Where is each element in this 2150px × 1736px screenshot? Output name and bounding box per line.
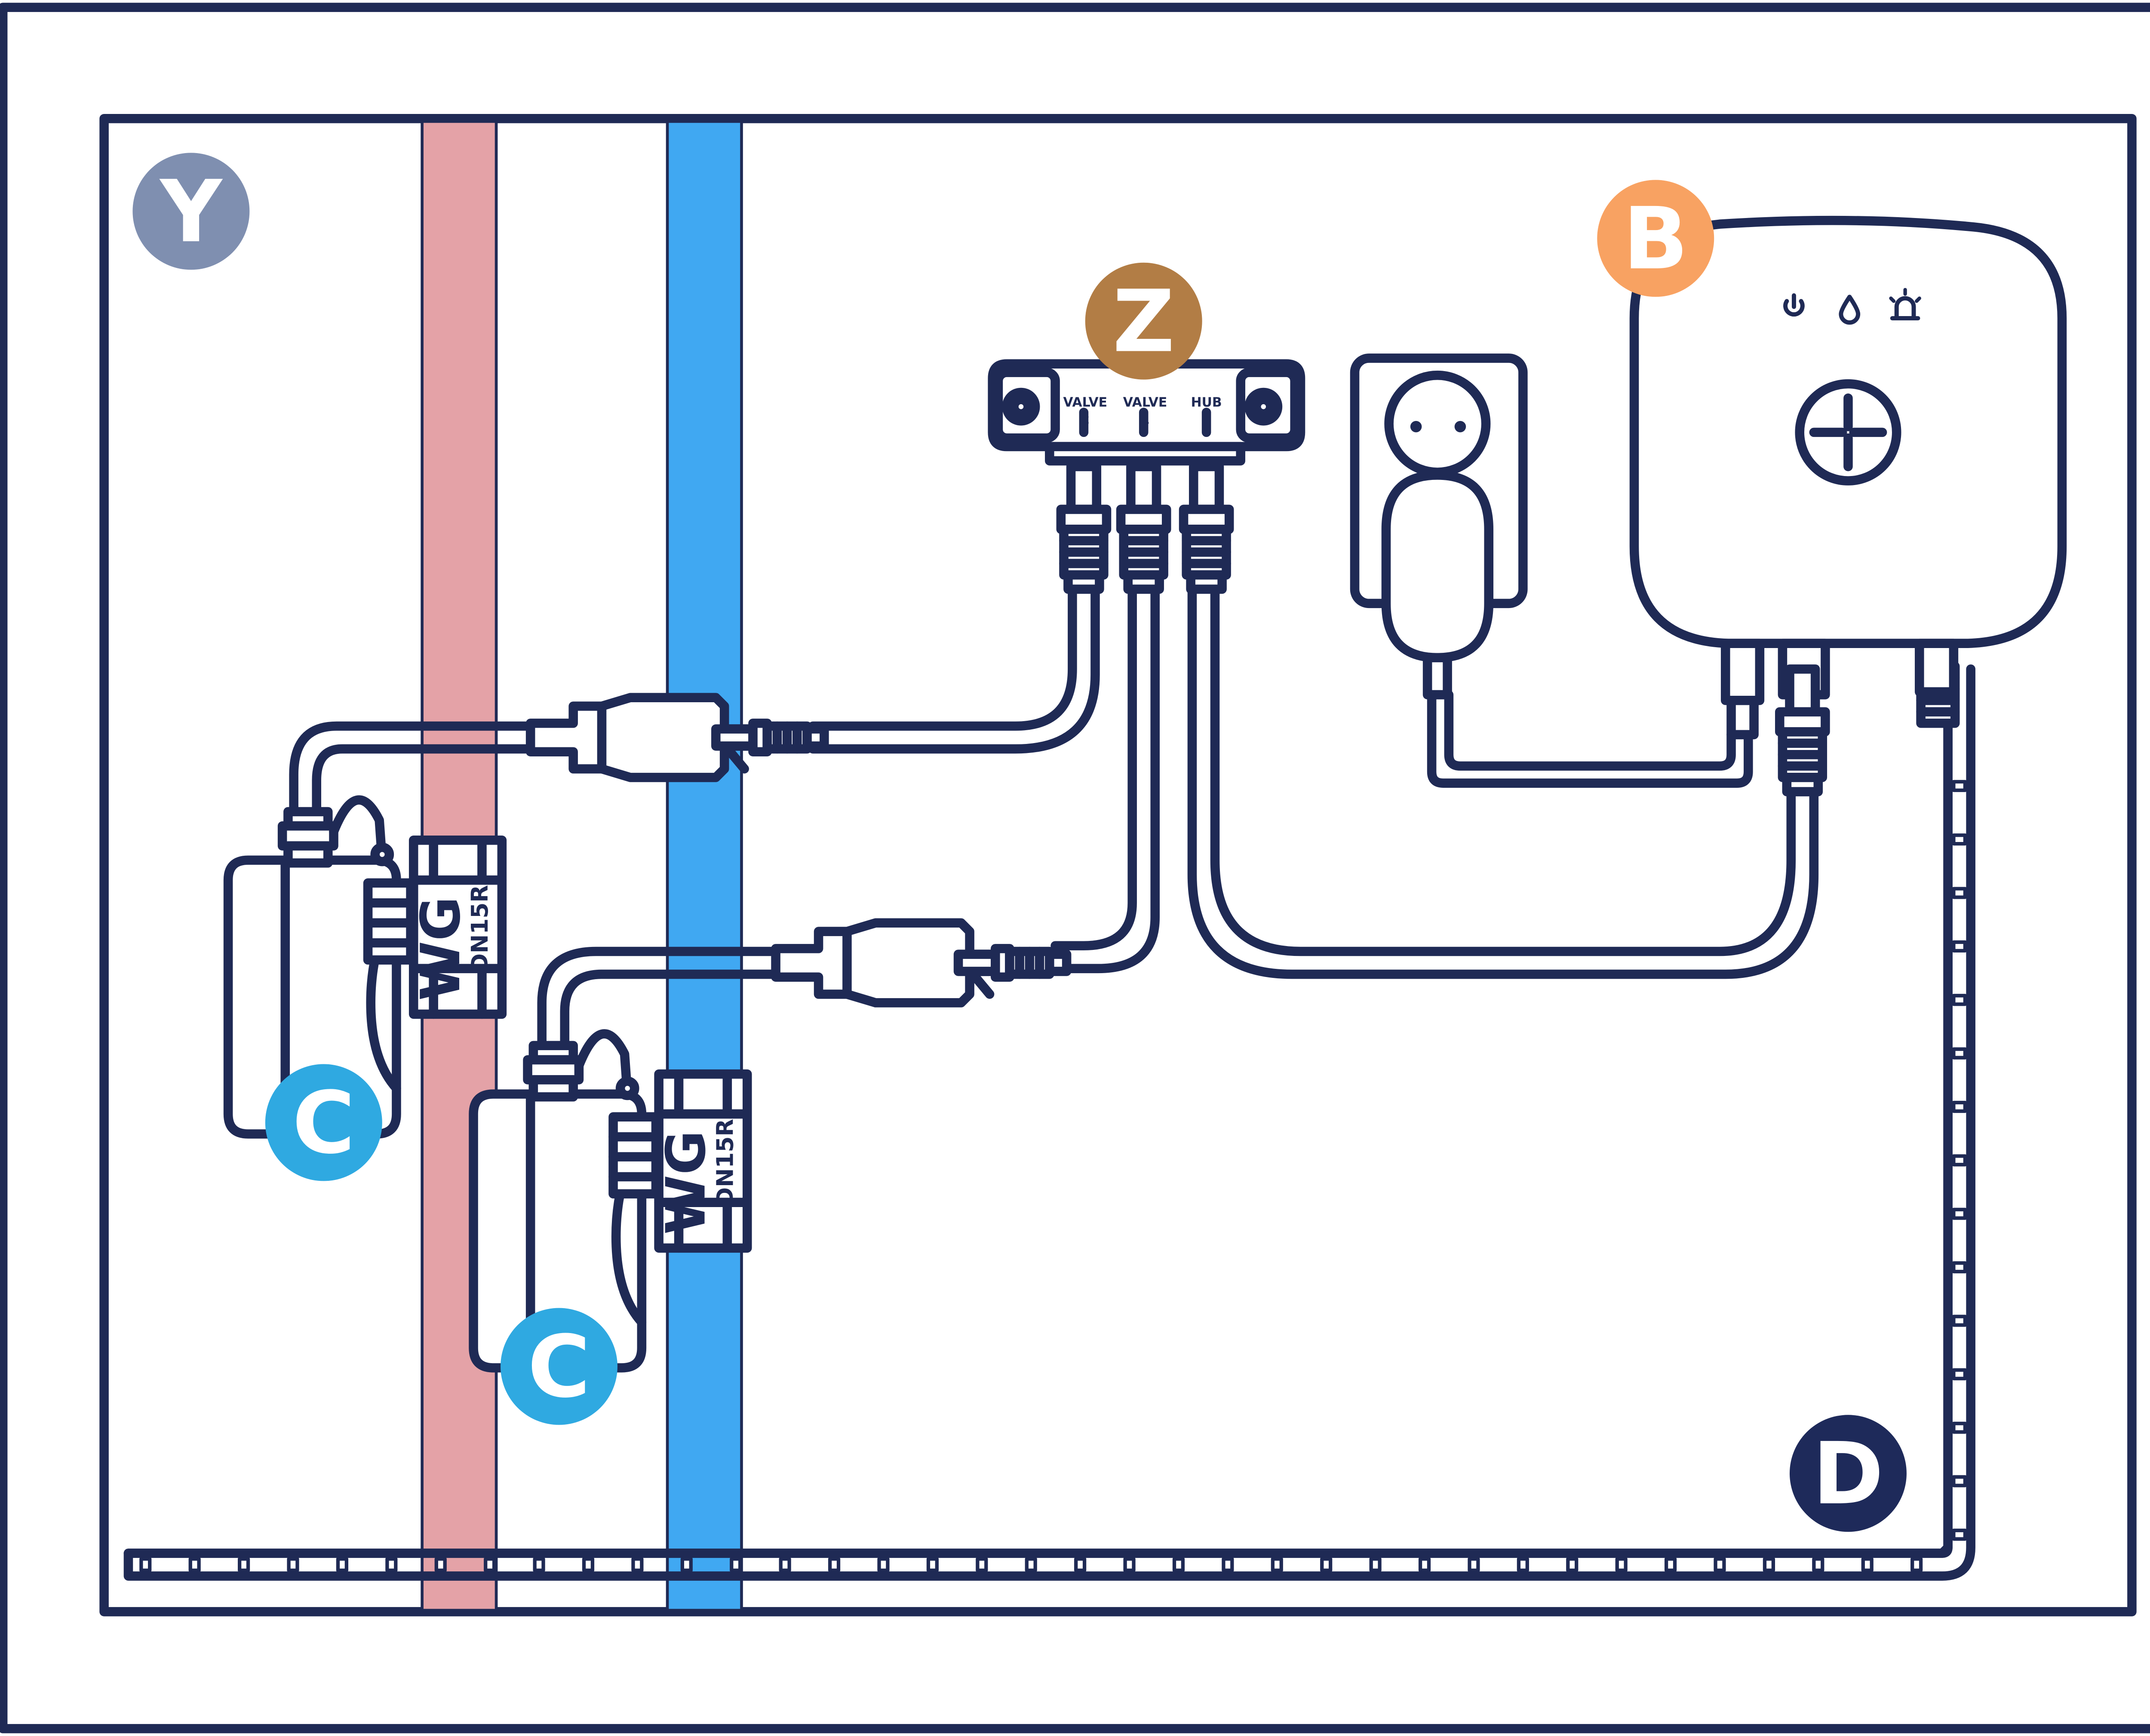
upper-valve-model: DN15R [467,885,493,972]
sensor-cell [1369,1557,1382,1572]
sensor-cell [1123,1557,1136,1572]
upper-valve-connector [531,697,824,777]
sensor-cell [1172,1557,1185,1572]
sensor-cell [385,1557,398,1572]
sensor-cell [828,1557,841,1572]
sensor-cell [1952,994,1967,1006]
sensor-cell [1952,1422,1967,1434]
power-adapter [1381,470,1753,788]
badge-c-lower-valve: C [501,1308,617,1425]
sensor-cell [1952,1261,1967,1274]
sensor-cell [926,1557,939,1572]
sensor-cell [631,1557,644,1572]
sensor-cell [1952,1047,1967,1060]
svg-text:D: D [1812,1424,1883,1524]
water-drop-icon [1839,295,1861,325]
sensor-cell [1714,1557,1726,1572]
sensor-cell [139,1557,152,1572]
cold-water-pipe [666,120,743,1612]
sensor-cell [877,1557,890,1572]
sensor-cell [1812,1557,1824,1572]
svg-text:Z: Z [1113,271,1175,371]
sensor-cell [1952,780,1967,792]
sensor-cell [1910,1557,1923,1572]
badge-y: Y [132,153,250,270]
sensor-cell [1952,1208,1967,1220]
sensor-cell [1952,887,1967,899]
svg-text:C: C [292,1073,355,1173]
sensor-cell [1952,1475,1967,1487]
sensor-cell [237,1557,250,1572]
badge-c-upper-valve: C [265,1064,382,1181]
power-icon [1783,293,1805,317]
sensor-cell [1952,1100,1967,1113]
port-hub-label: HUB [1191,395,1222,410]
sensor-cell [1664,1557,1677,1572]
sensor-cell [1271,1557,1283,1572]
port-valve2-number: 2 [1081,412,1090,427]
port-valve2-label: VALVE [1063,395,1107,410]
badge-b: B [1597,180,1714,297]
upper-valve: WG DN15R [228,800,502,1134]
alarm-icon [1889,288,1921,321]
badge-z: Z [1085,262,1202,380]
sensor-cell [336,1557,349,1572]
sensor-cell [1566,1557,1579,1572]
sensor-cell [1615,1557,1628,1572]
sensor-cell [1952,940,1967,952]
lower-valve-model: DN15R [712,1119,739,1206]
sensor-cell [484,1557,496,1572]
sensor-cell [1025,1557,1037,1572]
upper-valve-brand: WG [409,897,472,1001]
sensor-cell [730,1557,742,1572]
sensor-cell [533,1557,545,1572]
svg-text:C: C [528,1317,590,1416]
sensor-cell [1222,1557,1234,1572]
sensor-cell [1763,1557,1775,1572]
lower-valve-brand: WG [654,1131,717,1235]
port-valve1-number: 1 [1141,412,1150,427]
outer-frame [0,3,2150,1733]
sensor-cell [1952,1528,1967,1541]
sensor-cell [1468,1557,1480,1572]
cable-splitter: VALVE 2 VALVE 1 HUB [988,359,1305,589]
splitter-cables [808,584,1819,979]
hub [1629,215,2067,792]
sensor-cell [1074,1557,1087,1572]
sensor-cell [582,1557,595,1572]
sensor-cell [976,1557,988,1572]
sensor-cell [1861,1557,1874,1572]
sensor-cell [188,1557,201,1572]
sensor-cell [1952,1315,1967,1327]
sensor-cell [1320,1557,1333,1572]
sensor-cell [1952,1368,1967,1380]
valve-cables [289,721,780,1059]
badge-d: D [1789,1415,1907,1532]
sensor-cell [1952,1154,1967,1167]
svg-text:Y: Y [159,162,223,261]
sensor-cell [1418,1557,1431,1572]
lower-valve-connector [776,923,1067,1003]
sensor-cell [680,1557,693,1572]
sensor-cell [779,1557,791,1572]
lower-valve: WG DN15R [473,1034,747,1368]
sensor-cell [434,1557,447,1572]
sensor-cell [1517,1557,1529,1572]
sensor-cell [1952,833,1967,846]
cabinet-frame [99,114,2137,1616]
port-valve1-label: VALVE [1123,395,1167,410]
svg-text:B: B [1623,189,1688,289]
sensor-cell [287,1557,299,1572]
